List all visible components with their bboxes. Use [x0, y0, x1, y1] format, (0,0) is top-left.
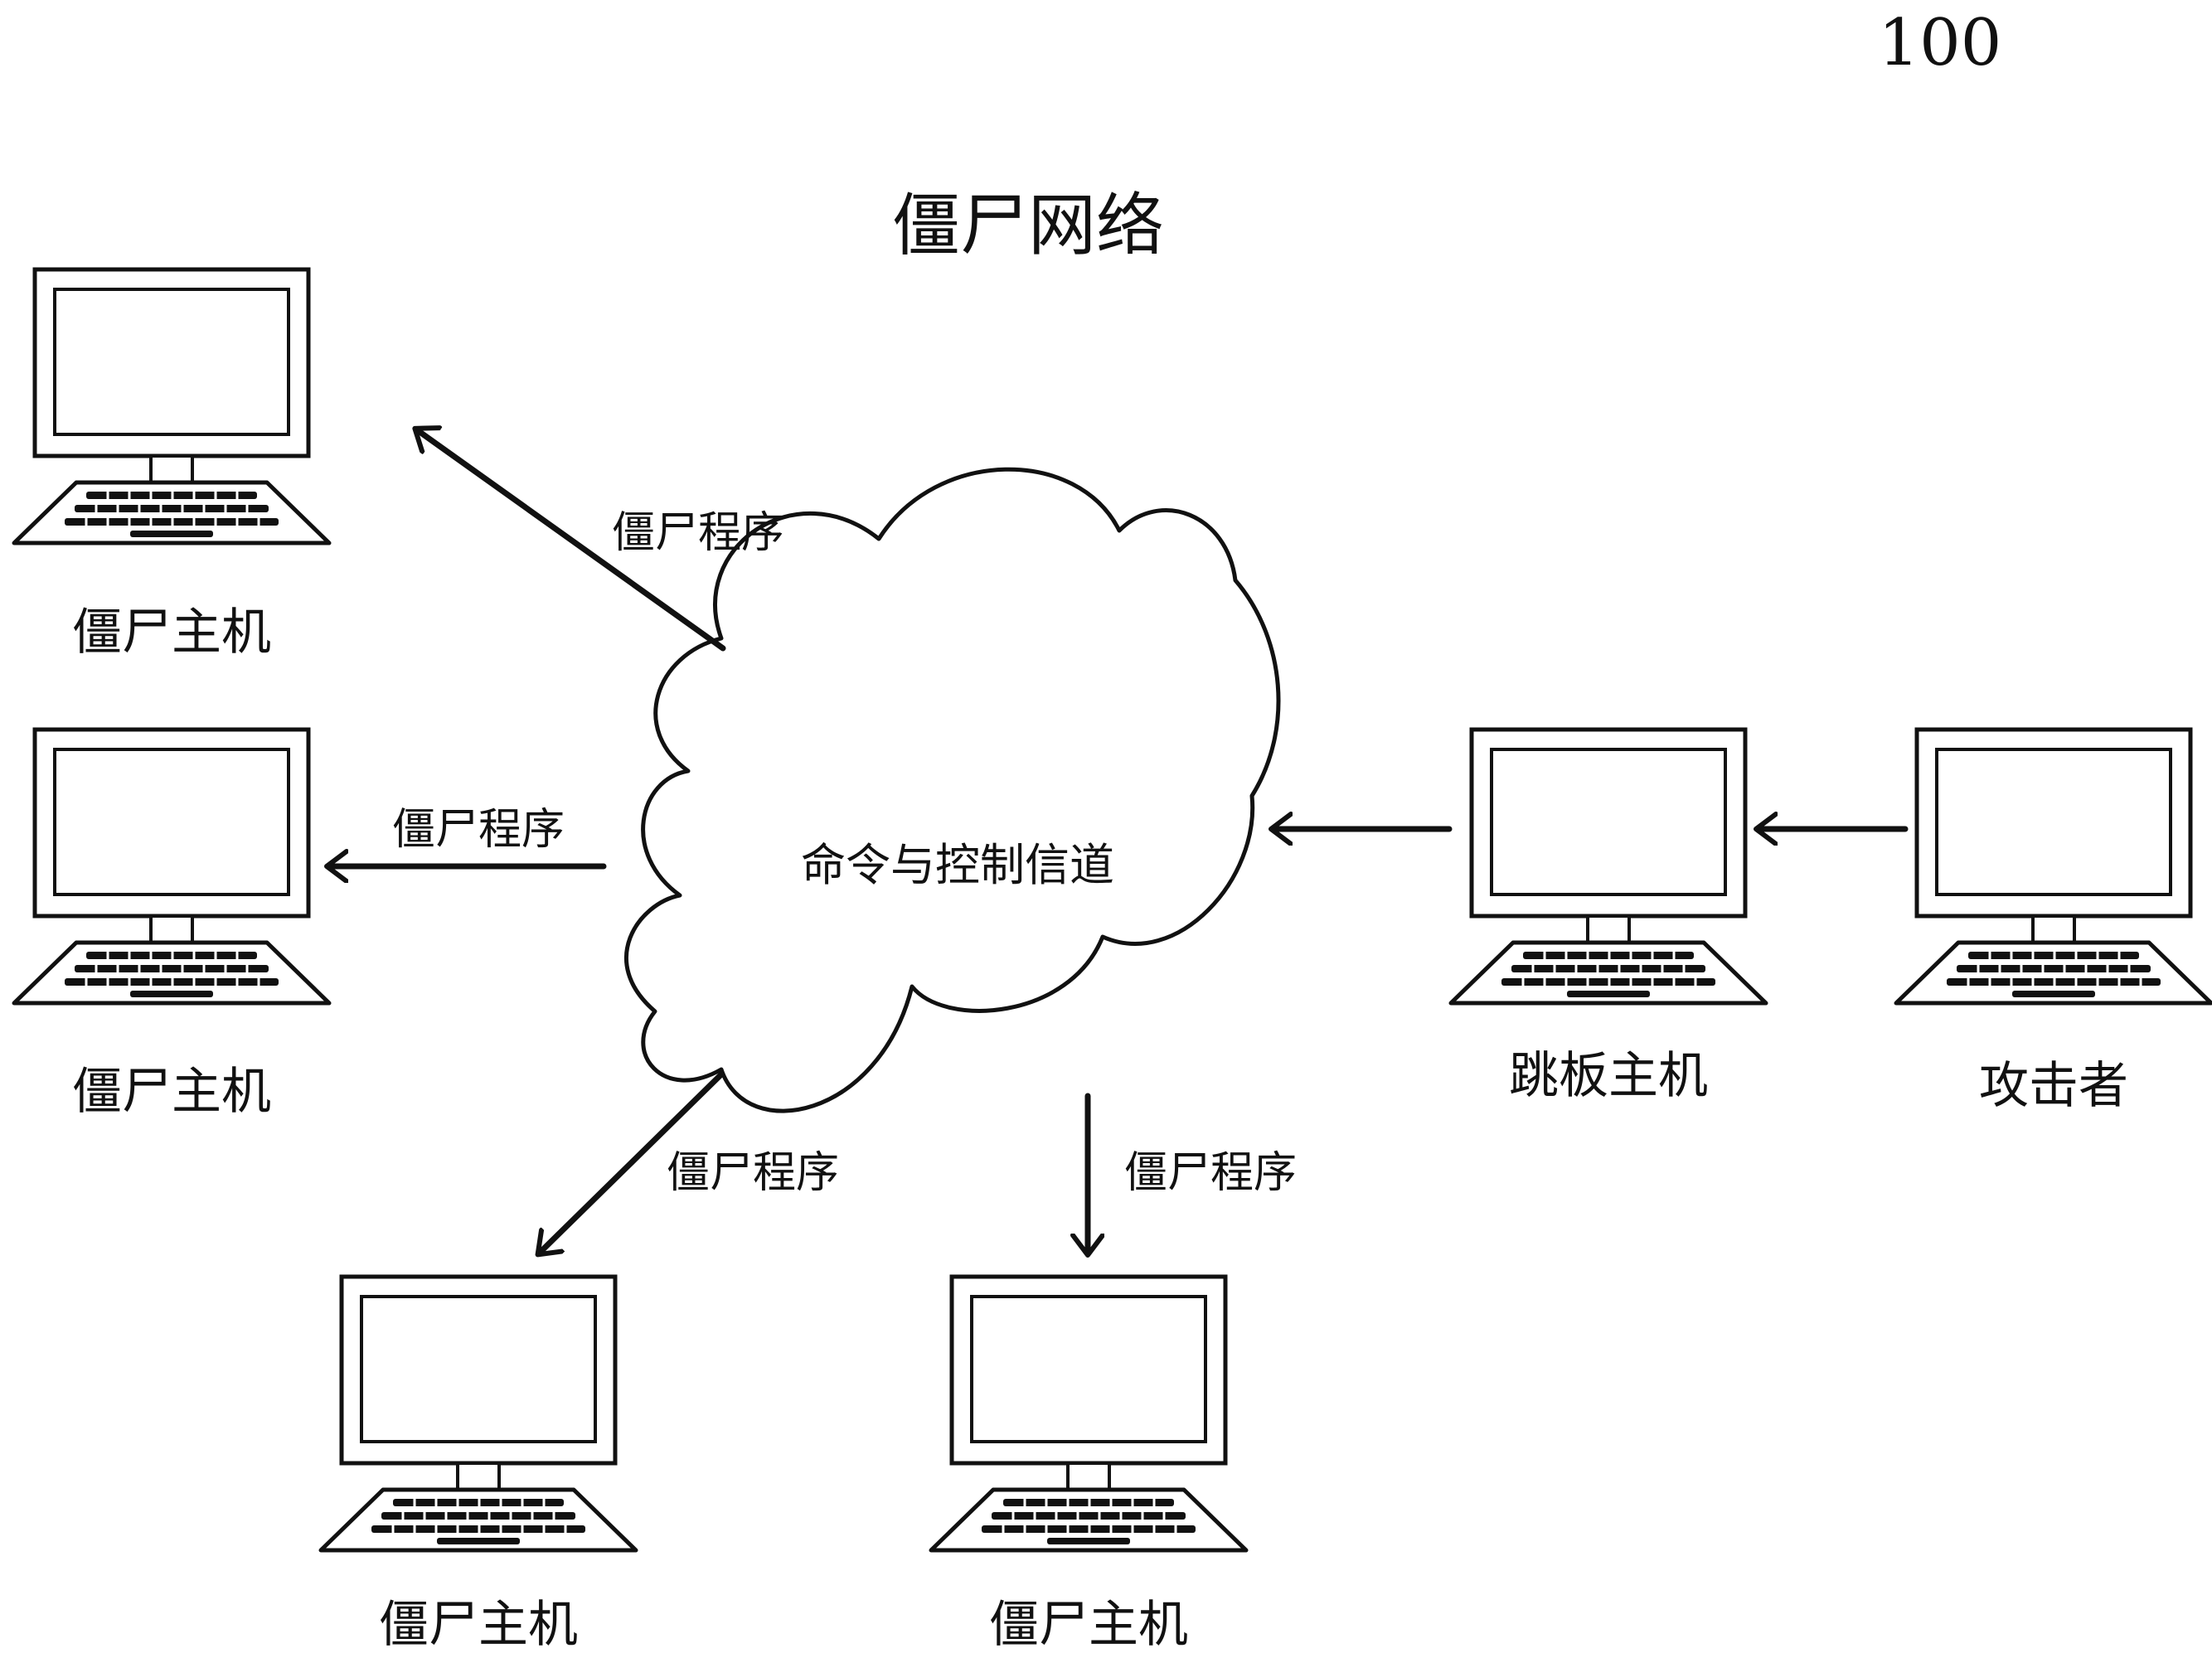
attacker-computer-icon — [1896, 730, 2211, 1003]
edge-label-mid-left: 僵尸程序 — [392, 805, 565, 855]
arrow-to-bottom-left-zombie — [539, 1071, 725, 1253]
edge-label-bottom-right: 僵尸程序 — [1124, 1148, 1297, 1198]
figure-number: 100 — [1879, 6, 2002, 80]
zombie-host-bottom-right-label: 僵尸主机 — [989, 1596, 1188, 1654]
edge-label-bottom-left: 僵尸程序 — [667, 1148, 839, 1198]
stepping-host-label: 跳板主机 — [1509, 1047, 1708, 1105]
zombie-host-top-left-computer-icon — [14, 269, 329, 543]
zombie-host-mid-left-computer-icon — [14, 730, 329, 1003]
attacker-label: 攻击者 — [1979, 1057, 2128, 1115]
zombie-host-top-left-label: 僵尸主机 — [72, 604, 271, 662]
edge-label-top-left: 僵尸程序 — [612, 508, 784, 558]
diagram-title: 僵尸网络 — [892, 187, 1164, 265]
stepping-host-computer-icon — [1451, 730, 1766, 1003]
zombie-host-bottom-right-computer-icon — [931, 1277, 1246, 1550]
arrow-to-top-left-zombie — [416, 429, 726, 652]
zombie-host-bottom-left-computer-icon — [321, 1277, 636, 1550]
zombie-host-bottom-left-label: 僵尸主机 — [379, 1596, 578, 1654]
zombie-host-mid-left-label: 僵尸主机 — [72, 1063, 271, 1121]
cloud-label: 命令与控制信道 — [801, 839, 1114, 891]
command-control-cloud — [624, 467, 1281, 1113]
